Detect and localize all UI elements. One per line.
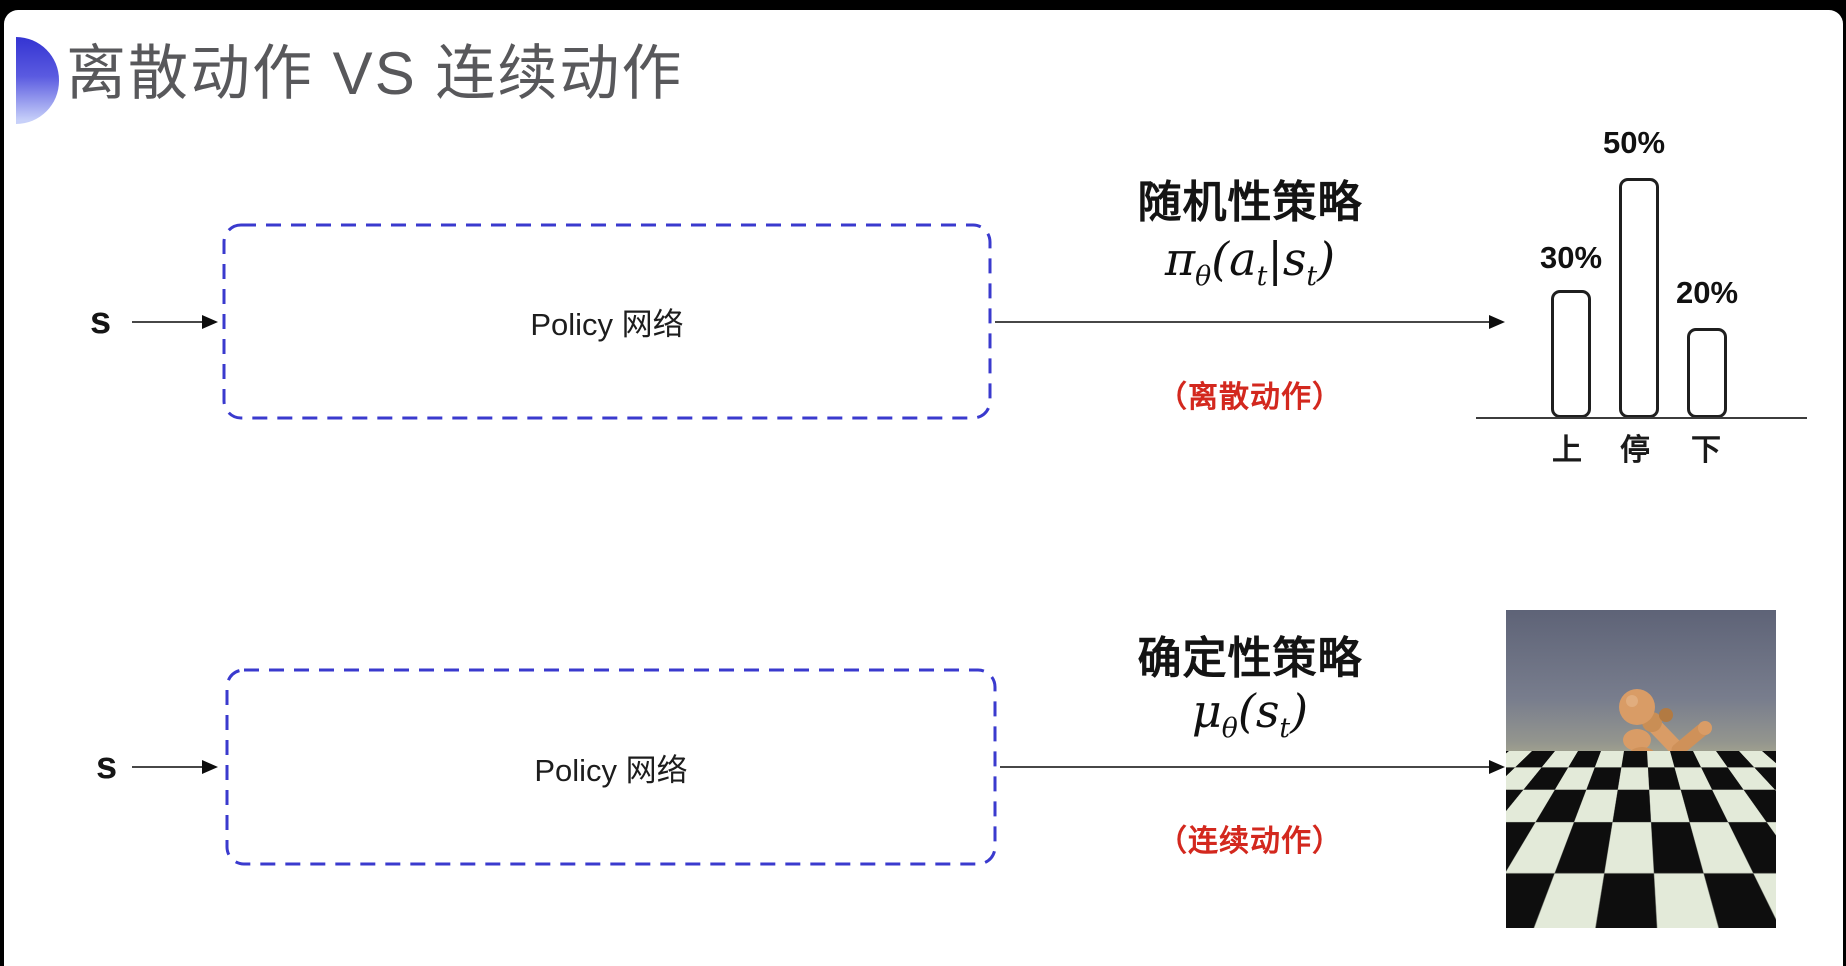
formula-arg-subscript: t [1279, 713, 1291, 745]
state-input-label-bottom: s [96, 745, 118, 787]
bar-stop [1619, 178, 1659, 418]
policy-box-label-top: Policy 网络 [530, 307, 684, 342]
deterministic-policy-title: 确定性策略 [1137, 634, 1363, 683]
bar-category-label: 下 [1691, 434, 1721, 467]
formula-arg: s [1282, 232, 1307, 286]
policy-network-box-top: Policy 网络 [222, 223, 992, 420]
policy-box-label-bottom: Policy 网络 [534, 752, 688, 788]
bar-category-label: 停 [1620, 434, 1650, 467]
formula-symbol: μ [1191, 684, 1222, 738]
state-input-label-top: s [90, 300, 112, 342]
formula-symbol-subscript: θ [1221, 713, 1238, 745]
stochastic-policy-title: 随机性策略 [1137, 178, 1363, 227]
slide: 离散动作 VS 连续动作 s Policy 网络 随机性策略 πθ(at|st)… [4, 10, 1843, 966]
bar-value-label: 20% [1675, 275, 1739, 310]
bar-value-label: 50% [1602, 125, 1666, 160]
bar-down [1687, 328, 1727, 418]
input-arrow-top [132, 321, 202, 323]
output-arrow-top [995, 321, 1489, 323]
formula-arg-subscript: t [1306, 261, 1318, 293]
deterministic-policy-formula: μθ(st) [1089, 684, 1411, 744]
bar-category-label: 上 [1552, 434, 1582, 467]
humanoid-figure [1561, 689, 1712, 928]
sky-background [1506, 610, 1776, 753]
formula-paren: ( [1211, 232, 1230, 286]
formula-arg-subscript: t [1256, 261, 1268, 293]
formula-separator: | [1267, 232, 1283, 286]
formula-arg: s [1255, 684, 1280, 738]
chart-baseline [1476, 417, 1807, 419]
dashed-border-bottom [225, 668, 997, 866]
bar-value-label: 30% [1539, 240, 1603, 275]
policy-network-box-bottom: Policy 网络 [225, 668, 997, 866]
output-arrow-bottom [1000, 766, 1489, 768]
humanoid-robot-image [1506, 610, 1776, 928]
formula-symbol-subscript: θ [1195, 261, 1212, 293]
formula-paren: ) [1317, 232, 1336, 286]
formula-paren: ( [1237, 684, 1256, 738]
discrete-action-note: （离散动作） [1157, 381, 1343, 414]
continuous-action-note: （连续动作） [1157, 825, 1343, 858]
title-accent-half-circle-icon [16, 37, 59, 124]
formula-symbol: π [1164, 232, 1196, 286]
formula-paren: ) [1290, 684, 1309, 738]
stochastic-policy-formula: πθ(at|st) [1089, 232, 1411, 292]
input-arrow-bottom [132, 766, 202, 768]
slide-title: 离散动作 VS 连续动作 [66, 40, 684, 107]
bar-up [1551, 290, 1591, 418]
formula-arg: a [1229, 232, 1257, 286]
dashed-border-top [222, 223, 992, 420]
